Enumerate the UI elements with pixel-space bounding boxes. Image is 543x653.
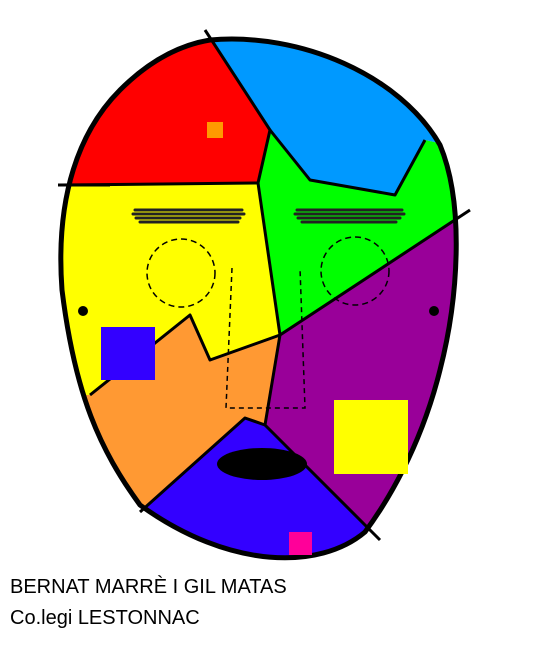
right-eyebrow — [293, 208, 406, 224]
right-ear-dot — [429, 306, 439, 316]
left-eye — [146, 238, 216, 308]
left-eyebrow — [131, 208, 246, 224]
left-ear-dot — [78, 306, 88, 316]
face-outline — [58, 36, 459, 561]
authors-caption: BERNAT MARRÈ I GIL MATAS — [10, 576, 287, 598]
region-borders — [59, 29, 471, 542]
yellow-region — [60, 183, 280, 395]
school-caption: Co.legi LESTONNAC — [10, 607, 200, 629]
mouth — [217, 448, 307, 480]
yellow-square — [334, 400, 408, 474]
face-regions — [60, 39, 457, 558]
right-eye — [320, 236, 390, 306]
green-region — [258, 130, 457, 340]
pink-square — [289, 532, 312, 555]
nose — [225, 267, 306, 409]
violet-square — [101, 327, 155, 380]
small-orange-square — [207, 122, 223, 138]
